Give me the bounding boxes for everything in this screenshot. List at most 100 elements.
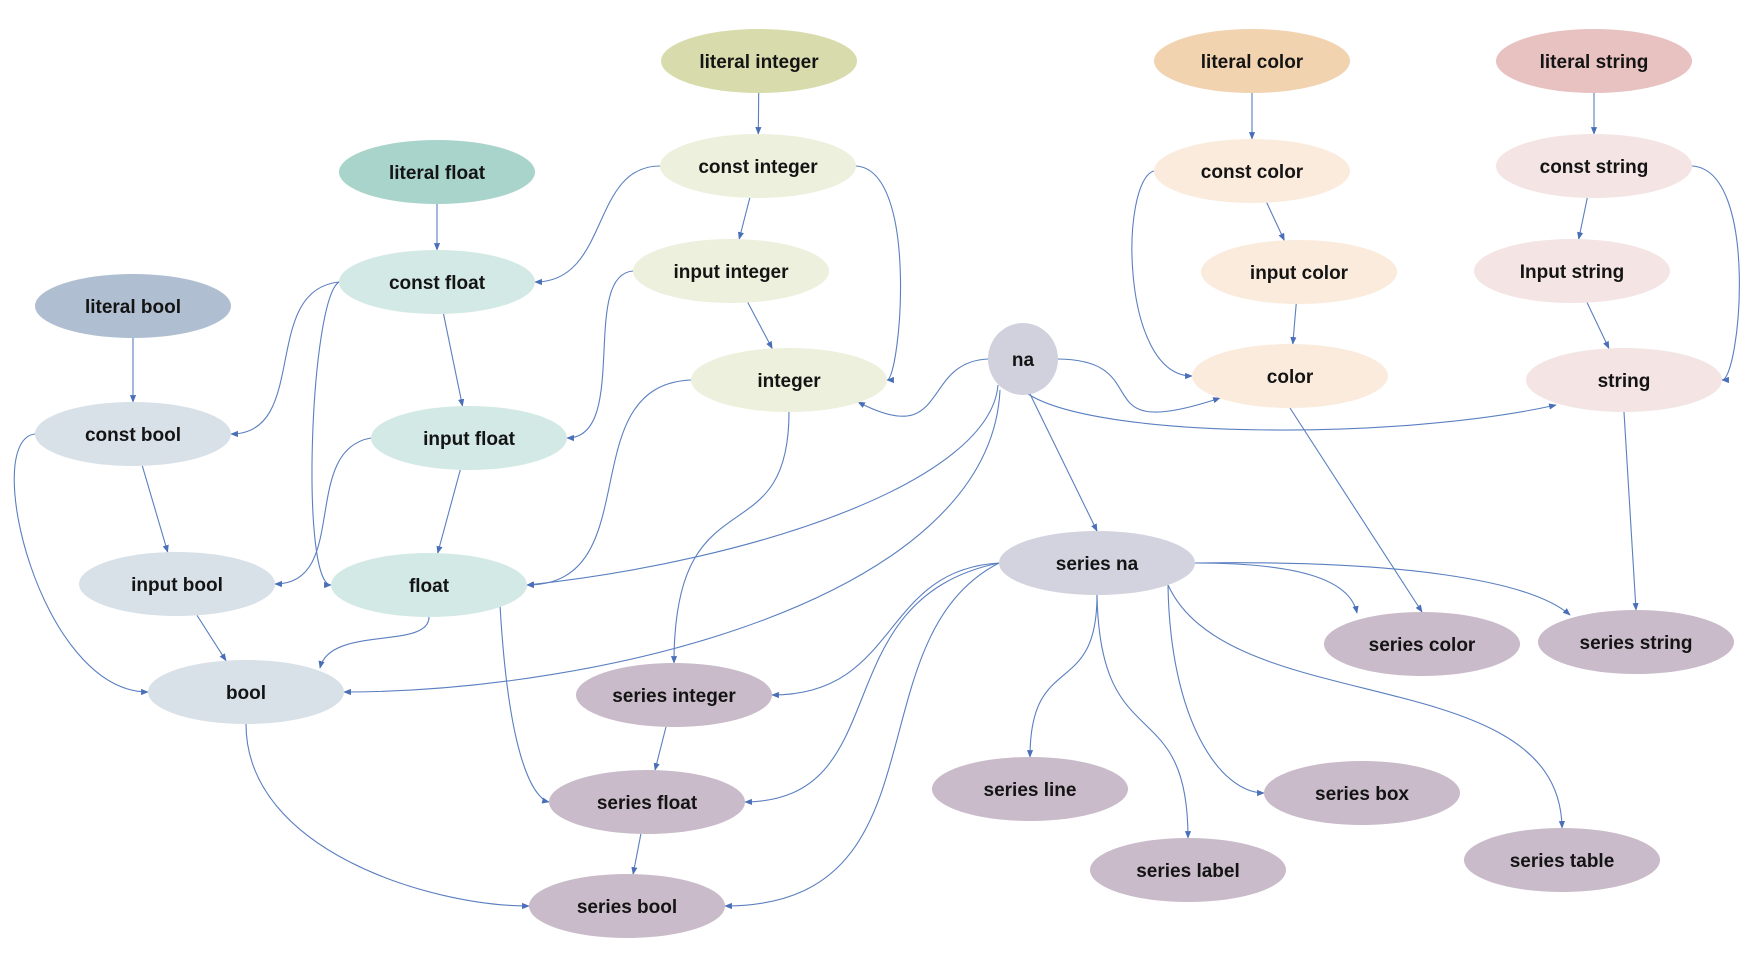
- edge-const-float-to-float: [311, 281, 340, 589]
- node-shape: [1264, 761, 1460, 825]
- node-input-integer: input integer: [633, 239, 829, 303]
- node-shape: [35, 274, 231, 338]
- node-label: Input string: [1520, 262, 1624, 283]
- node-label: series float: [597, 793, 698, 814]
- edge-series-integer-to-series-float: [653, 726, 667, 771]
- edge-input-bool-to-bool: [196, 615, 227, 662]
- node-label: literal string: [1540, 52, 1649, 73]
- node-input-float: input float: [371, 406, 567, 470]
- node-label: literal integer: [699, 52, 819, 73]
- node-series-float: series float: [549, 770, 745, 834]
- node-shape: [1201, 240, 1397, 304]
- edge-float-to-series-float: [499, 604, 550, 804]
- node-input-string: Input string: [1474, 239, 1670, 303]
- edge-na-to-string: [1027, 393, 1557, 431]
- edge-input-float-to-input-bool: [274, 437, 372, 588]
- node-color: color: [1192, 344, 1388, 408]
- node-label: input color: [1250, 263, 1349, 284]
- node-label: input float: [423, 429, 515, 450]
- node-integer: integer: [691, 348, 887, 412]
- node-label: string: [1598, 371, 1651, 392]
- node-label: literal bool: [85, 297, 181, 318]
- node-literal-color: literal color: [1154, 29, 1350, 93]
- node-label: series na: [1056, 554, 1139, 575]
- node-label: series color: [1369, 635, 1476, 656]
- node-label: float: [409, 576, 450, 597]
- node-shape: [371, 406, 567, 470]
- node-label: series bool: [577, 897, 677, 918]
- node-label: na: [1012, 350, 1035, 371]
- node-shape: [932, 757, 1128, 821]
- node-shape: [549, 770, 745, 834]
- node-label: const bool: [85, 425, 181, 446]
- edge-input-float-to-float: [436, 469, 461, 554]
- node-const-integer: const integer: [660, 134, 856, 198]
- node-label: series integer: [612, 686, 736, 707]
- node-shape: [529, 874, 725, 938]
- node-literal-bool: literal bool: [35, 274, 231, 338]
- node-literal-float: literal float: [339, 140, 535, 204]
- node-float: float: [331, 553, 527, 617]
- node-shape: [691, 348, 887, 412]
- node-series-label: series label: [1090, 838, 1286, 902]
- node-const-bool: const bool: [35, 402, 231, 466]
- edge-series-na-to-series-label: [1096, 594, 1192, 839]
- edge-const-integer-to-integer: [855, 165, 902, 383]
- edge-na-to-series-na: [1029, 393, 1098, 532]
- edge-series-na-to-series-float: [744, 562, 1000, 805]
- node-shape: [1496, 134, 1692, 198]
- edge-float-to-bool: [318, 616, 430, 669]
- node-label: const float: [389, 273, 486, 294]
- node-shape: [1526, 348, 1722, 412]
- node-series-bool: series bool: [529, 874, 725, 938]
- node-shape: [1474, 239, 1670, 303]
- edge-const-string-to-string: [1691, 165, 1740, 383]
- node-literal-integer: literal integer: [661, 29, 857, 93]
- node-shape: [660, 134, 856, 198]
- edge-series-na-to-series-color: [1194, 562, 1359, 614]
- edge-input-color-to-color: [1290, 303, 1297, 345]
- edge-const-float-to-const-bool: [230, 281, 340, 438]
- node-const-string: const string: [1496, 134, 1692, 198]
- node-label: const integer: [698, 157, 818, 178]
- node-label: input bool: [131, 575, 223, 596]
- edge-series-na-to-series-string: [1194, 562, 1571, 616]
- node-label: series table: [1510, 851, 1615, 872]
- edge-bool-to-series-bool: [245, 723, 530, 910]
- node-series-integer: series integer: [576, 663, 772, 727]
- node-na: na: [988, 323, 1058, 395]
- node-series-table: series table: [1464, 828, 1660, 892]
- node-shape: [1192, 344, 1388, 408]
- edges-layer: [13, 92, 1740, 910]
- node-shape: [1154, 29, 1350, 93]
- node-series-na: series na: [999, 531, 1195, 595]
- node-literal-string: literal string: [1496, 29, 1692, 93]
- node-label: integer: [757, 371, 821, 392]
- node-label: bool: [226, 683, 266, 704]
- node-shape: [999, 531, 1195, 595]
- node-label: literal float: [389, 163, 486, 184]
- edge-string-to-series-string: [1623, 411, 1639, 611]
- node-label: series box: [1315, 784, 1409, 805]
- node-shape: [331, 553, 527, 617]
- node-input-color: input color: [1201, 240, 1397, 304]
- edge-series-na-to-series-box: [1167, 584, 1265, 797]
- edge-const-float-to-input-float: [442, 313, 465, 407]
- node-shape: [1154, 139, 1350, 203]
- node-label: color: [1267, 367, 1314, 388]
- edge-na-to-color: [1057, 358, 1221, 413]
- edge-integer-to-series-integer: [670, 411, 790, 664]
- node-bool: bool: [148, 660, 344, 724]
- edge-na-to-float: [526, 384, 999, 588]
- edge-input-integer-to-integer: [747, 302, 773, 350]
- node-shape: [1464, 828, 1660, 892]
- node-shape: [1090, 838, 1286, 902]
- node-label: series string: [1580, 633, 1693, 654]
- edge-const-color-to-input-color: [1266, 202, 1285, 242]
- edge-series-na-to-series-bool: [724, 562, 1000, 910]
- node-series-box: series box: [1264, 761, 1460, 825]
- edge-series-na-to-series-line: [1026, 594, 1098, 758]
- node-shape: [1324, 612, 1520, 676]
- edge-const-integer-to-input-integer: [737, 197, 751, 240]
- edge-input-string-to-string: [1586, 302, 1610, 350]
